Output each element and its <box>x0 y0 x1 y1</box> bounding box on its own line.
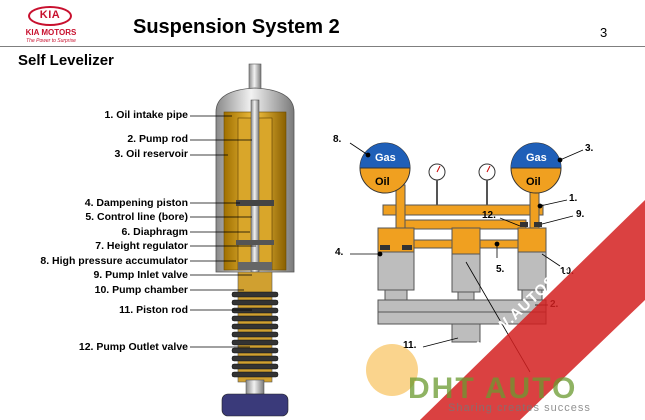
diagram-num-1: 1. <box>569 193 578 204</box>
label-diaphragm: 6. Diaphragm <box>121 226 188 238</box>
diagram-num-9: 9. <box>576 209 585 220</box>
watermark-slogan: Sharing creates success <box>448 402 591 414</box>
gas-label-left: Gas <box>375 152 396 164</box>
header-divider <box>0 46 645 47</box>
watermark-logo: DHT AUTO <box>408 372 578 405</box>
label-piston-rod: 11. Piston rod <box>119 304 188 316</box>
label-pump-outlet-valve: 12. Pump Outlet valve <box>78 341 188 353</box>
diagram-num-5: 5. <box>496 264 505 275</box>
gas-label-right: Gas <box>526 152 547 164</box>
label-height-regulator: 7. Height regulator <box>95 240 188 252</box>
label-dampening-piston: 4. Dampening piston <box>84 197 188 209</box>
label-control-line: 5. Control line (bore) <box>85 211 188 223</box>
label-oil-reservoir: 3. Oil reservoir <box>114 148 188 160</box>
page-number: 3 <box>600 25 608 40</box>
label-high-pressure-accumulator: 8. High pressure accumulator <box>40 255 188 267</box>
diagram-num-12: 12. <box>482 210 496 221</box>
section-subtitle: Self Levelizer <box>18 52 114 69</box>
diagram-num-4: 4. <box>335 247 344 258</box>
label-pump-inlet-valve: 9. Pump Inlet valve <box>93 269 188 281</box>
label-oil-intake-pipe: 1. Oil intake pipe <box>104 109 188 121</box>
diagram-num-11: 11. <box>403 340 417 351</box>
logo-kia-text: KIA <box>39 9 61 21</box>
diagram-num-10: 10. <box>560 266 574 277</box>
diagram-num-3: 3. <box>585 143 594 154</box>
kia-logo: KIA KIA MOTORS The Power to Surprise <box>6 6 92 46</box>
diagram-num-8: 8. <box>333 134 342 145</box>
label-pump-rod: 2. Pump rod <box>127 133 188 145</box>
logo-oval <box>28 6 72 26</box>
logo-tagline: The Power to Surprise <box>26 38 76 44</box>
oil-label-left: Oil <box>375 176 390 188</box>
label-pump-chamber: 10. Pump chamber <box>94 284 188 296</box>
oil-label-right: Oil <box>526 176 541 188</box>
page-title: Suspension System 2 <box>133 16 340 38</box>
logo-brand-name: KIA MOTORS <box>25 28 77 37</box>
